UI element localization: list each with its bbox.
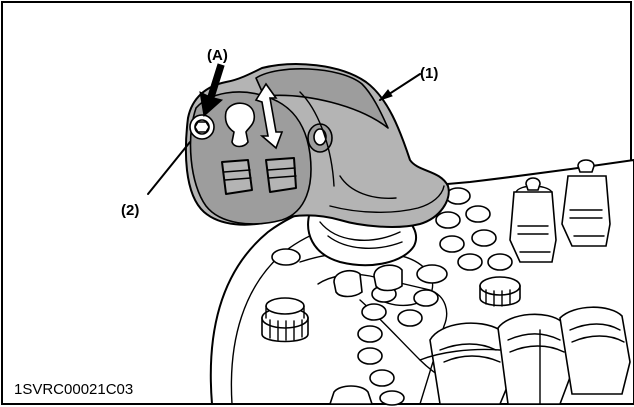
console-button — [465, 205, 491, 223]
callout-2-label: (2) — [121, 202, 139, 219]
console-button — [439, 235, 465, 253]
callout-1-label: (1) — [420, 65, 438, 82]
console-button — [357, 347, 383, 365]
console-button — [413, 289, 439, 307]
console-buttons — [271, 187, 513, 406]
arrow-a — [199, 63, 225, 117]
callout-a-label: (A) — [207, 47, 228, 64]
console-button — [471, 229, 497, 247]
console-button — [271, 248, 301, 266]
figure-code: 1SVRC00021C03 — [14, 381, 133, 398]
console-button — [457, 253, 483, 271]
console-button — [487, 253, 513, 271]
left-knob — [261, 297, 309, 343]
small-levers — [509, 159, 611, 263]
rocker-switches — [333, 264, 403, 298]
leader-lines — [147, 73, 421, 195]
joystick-grip — [184, 63, 450, 228]
screw-part-2 — [189, 114, 215, 140]
console-button — [369, 369, 395, 387]
console-button — [416, 264, 448, 284]
console-button — [379, 390, 405, 406]
right-knob — [479, 276, 521, 307]
console-button — [397, 309, 423, 327]
console-button — [361, 303, 387, 321]
bottom-knob — [328, 385, 374, 405]
console-button — [435, 211, 461, 229]
arrow-head — [378, 89, 393, 102]
console-button — [357, 325, 383, 343]
fader-levers — [419, 306, 631, 405]
